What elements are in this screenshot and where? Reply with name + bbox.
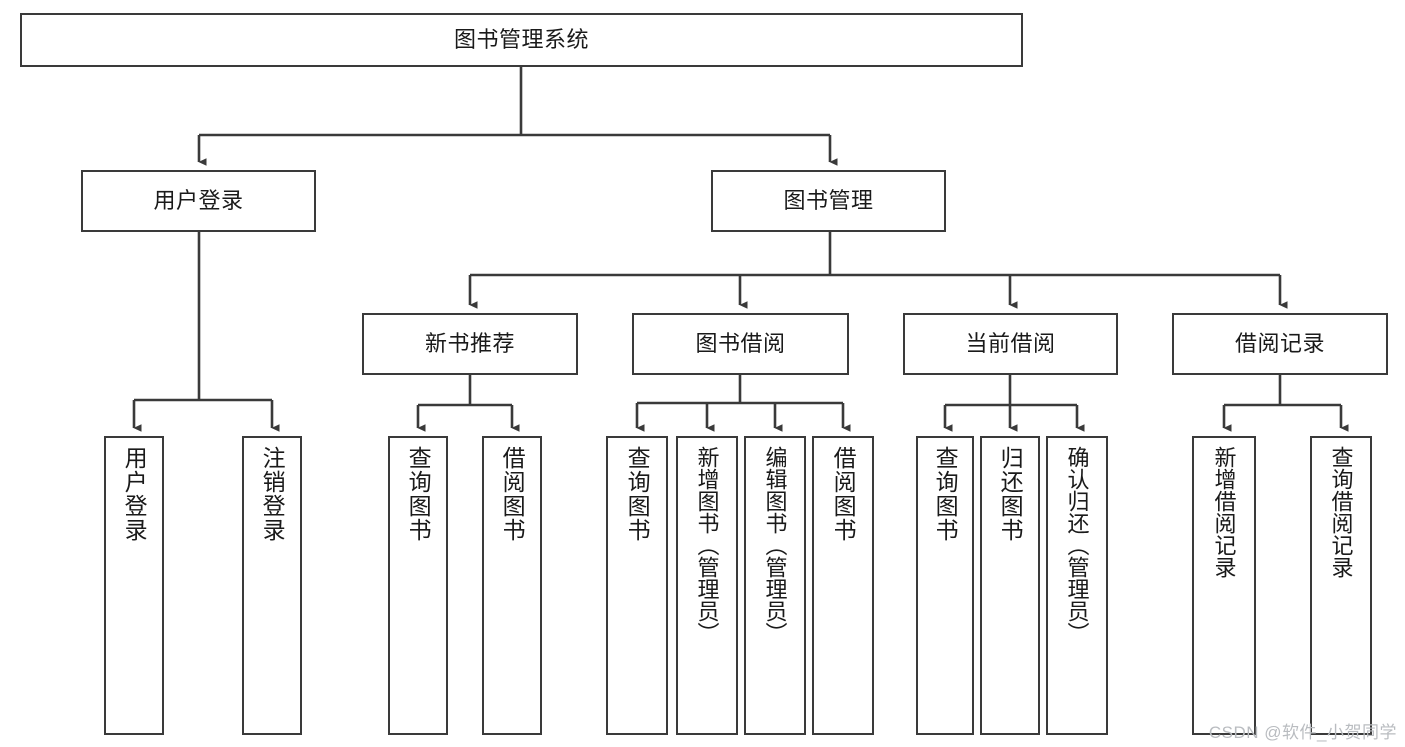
node-label: 确认归还（管理员） (1064, 446, 1090, 644)
node-user-login[interactable]: 用户登录 (81, 170, 316, 232)
node-label: 图书管理系统 (453, 27, 589, 53)
node-book-management[interactable]: 图书管理 (711, 170, 946, 232)
leaf-borrow-book[interactable]: 借阅图书 (812, 436, 874, 735)
node-label: 借阅记录 (1234, 331, 1325, 357)
leaf-confirm-return-admin[interactable]: 确认归还（管理员） (1046, 436, 1108, 735)
node-label: 编辑图书（管理员） (762, 446, 788, 644)
node-label: 查询借阅记录 (1328, 446, 1354, 578)
node-label: 新书推荐 (424, 331, 515, 357)
node-label: 图书管理 (783, 188, 874, 214)
node-book-borrow[interactable]: 图书借阅 (632, 313, 849, 375)
node-label: 归还图书 (997, 446, 1024, 542)
node-root-system[interactable]: 图书管理系统 (20, 13, 1023, 67)
leaf-query-book-current[interactable]: 查询图书 (916, 436, 974, 735)
node-label: 当前借阅 (965, 331, 1056, 357)
node-label: 新增借阅记录 (1211, 446, 1237, 578)
leaf-query-book-recommend[interactable]: 查询图书 (388, 436, 448, 735)
node-label: 用户登录 (121, 446, 148, 542)
leaf-return-book[interactable]: 归还图书 (980, 436, 1040, 735)
node-label: 查询图书 (932, 446, 959, 542)
leaf-edit-book-admin[interactable]: 编辑图书（管理员） (744, 436, 806, 735)
node-new-book-recommend[interactable]: 新书推荐 (362, 313, 578, 375)
leaf-logout[interactable]: 注销登录 (242, 436, 302, 735)
leaf-query-book-borrow[interactable]: 查询图书 (606, 436, 668, 735)
node-current-borrow[interactable]: 当前借阅 (903, 313, 1118, 375)
node-label: 查询图书 (624, 446, 651, 542)
node-borrow-record[interactable]: 借阅记录 (1172, 313, 1388, 375)
node-label: 注销登录 (259, 446, 286, 542)
node-label: 用户登录 (153, 188, 244, 214)
leaf-add-book-admin[interactable]: 新增图书（管理员） (676, 436, 738, 735)
leaf-query-borrow-record[interactable]: 查询借阅记录 (1310, 436, 1372, 735)
leaf-user-login[interactable]: 用户登录 (104, 436, 164, 735)
node-label: 借阅图书 (499, 446, 526, 542)
node-label: 图书借阅 (695, 331, 786, 357)
watermark-text: CSDN @软件_小贺同学 (1208, 723, 1397, 742)
node-label: 新增图书（管理员） (694, 446, 720, 644)
node-label: 查询图书 (405, 446, 432, 542)
leaf-add-borrow-record[interactable]: 新增借阅记录 (1192, 436, 1256, 735)
node-label: 借阅图书 (830, 446, 857, 542)
leaf-borrow-book-recommend[interactable]: 借阅图书 (482, 436, 542, 735)
